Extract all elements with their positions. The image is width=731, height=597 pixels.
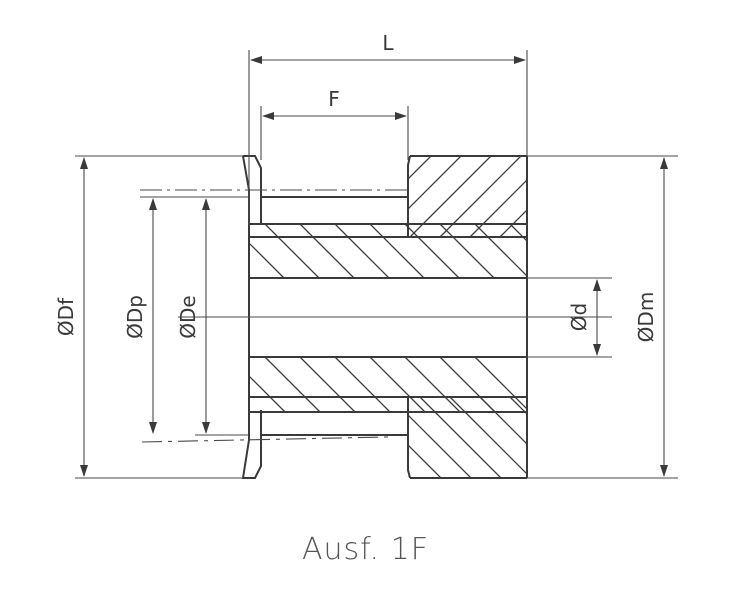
center-lines [140,189,612,443]
hatch-top-right [408,156,527,237]
dim-label-Df: ØDf [54,297,78,336]
hatch-bottom-right [408,397,527,478]
dim-label-L: L [382,31,394,55]
figure-caption: Ausf. 1F [302,532,429,567]
hatch-lower-hub [250,357,527,412]
extension-lines [75,50,678,479]
dim-label-d: Ød [567,303,591,331]
hatch-upper-hub [250,224,527,278]
dim-label-F: F [328,87,340,111]
dimension-lines [80,56,668,477]
dim-label-Dp: ØDp [123,295,147,339]
dim-label-Dm: ØDm [634,292,658,343]
dim-label-De: ØDe [176,295,200,338]
